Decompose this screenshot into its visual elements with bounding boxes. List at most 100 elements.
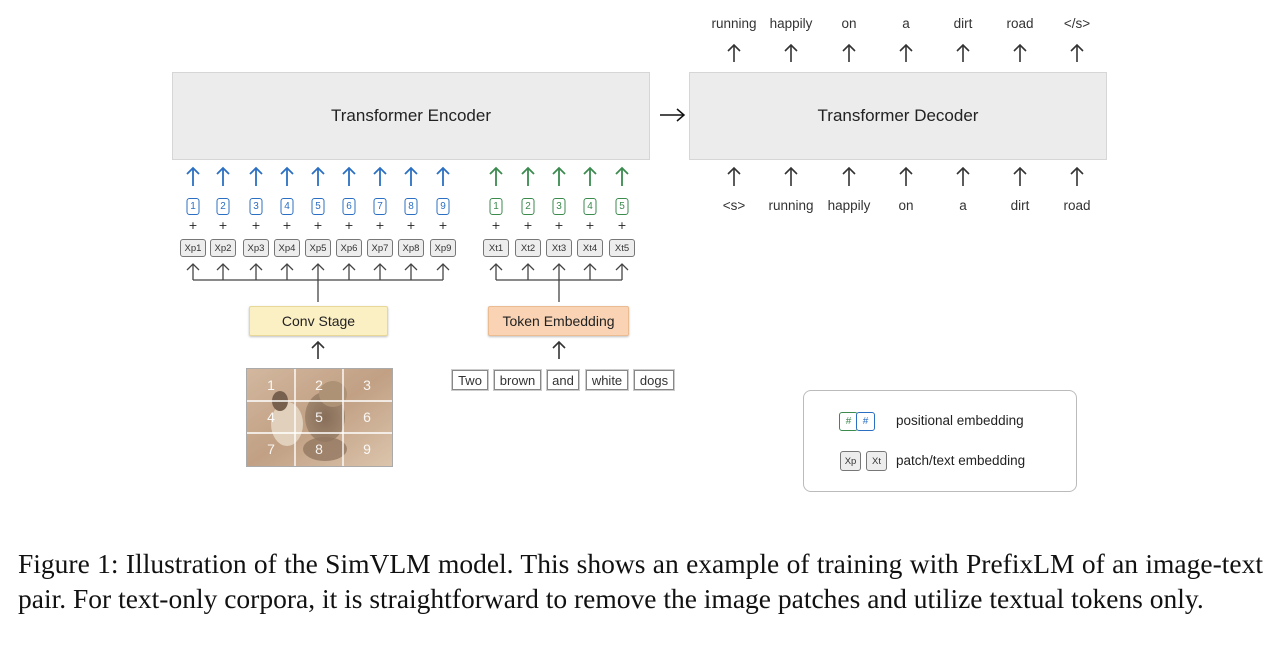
decoder-input-arrow (899, 166, 913, 186)
plus-sign: + (617, 219, 627, 232)
text-positional-embedding: 2 (521, 198, 535, 215)
input-word-box: and (547, 370, 579, 390)
image-patch-number: 2 (315, 377, 323, 393)
transformer-decoder: Transformer Decoder (689, 72, 1107, 160)
image-patch-number: 8 (315, 441, 323, 457)
text-positional-embedding: 3 (552, 198, 566, 215)
plus-sign: + (218, 219, 228, 232)
patch-embedding: Xp8 (398, 239, 424, 257)
plus-sign: + (438, 219, 448, 232)
plus-sign: + (251, 219, 261, 232)
image-positional-embedding: 2 (216, 198, 230, 215)
plus-sign: + (344, 219, 354, 232)
conv-stage-label: Conv Stage (281, 313, 356, 329)
input-word-box: dogs (634, 370, 674, 390)
decoder-output-arrow (899, 43, 913, 62)
plus-sign: + (585, 219, 595, 232)
image-positional-embedding: 4 (280, 198, 294, 215)
patch-input-arrow (373, 263, 387, 280)
decoder-output-arrow (842, 43, 856, 62)
image-patch-number: 9 (363, 441, 371, 457)
token-embedding-label: Token Embedding (502, 313, 615, 329)
decoder-input-arrow (1013, 166, 1027, 186)
plus-sign: + (313, 219, 323, 232)
image-to-encoder-arrow (311, 166, 325, 186)
text-to-encoder-arrow (583, 166, 597, 186)
image-patch-number: 1 (267, 377, 275, 393)
decoder-input-arrow (784, 166, 798, 186)
legend-patch-label: Xp (844, 455, 857, 467)
patch-input-arrow (342, 263, 356, 280)
patch-embedding: Xp7 (367, 239, 393, 257)
image-to-encoder-arrow (342, 166, 356, 186)
transformer-decoder-label: Transformer Decoder (817, 106, 979, 125)
text-embedding: Xt3 (546, 239, 572, 257)
text-positional-embedding: 1 (489, 198, 503, 215)
token-input-arrow (521, 263, 535, 280)
decoder-output-arrow (1070, 43, 1084, 62)
patch-input-arrow (186, 263, 200, 280)
image-patch-number: 6 (363, 409, 371, 425)
decoder-input-arrow (842, 166, 856, 186)
image-to-encoder-arrow (373, 166, 387, 186)
plus-sign: + (188, 219, 198, 232)
text-to-encoder-arrow (615, 166, 629, 186)
image-positional-embedding: 8 (404, 198, 418, 215)
image-positional-embedding: 7 (373, 198, 387, 215)
text-to-encoder-arrow (521, 166, 535, 186)
image-patch-number: 5 (315, 409, 323, 425)
image-to-encoder-arrow (280, 166, 294, 186)
image-positional-embedding: 3 (249, 198, 263, 215)
decoder-output-word: a (902, 16, 910, 31)
transformer-encoder-label: Transformer Encoder (331, 106, 491, 125)
encoder-to-decoder-arrow (660, 108, 686, 122)
patch-bracket (193, 279, 443, 302)
text-embedding: Xt2 (515, 239, 541, 257)
token-input-arrow (615, 263, 629, 280)
legend-text-box: Xt (866, 451, 887, 471)
decoder-output-arrow (1013, 43, 1027, 62)
patch-embedding: Xp3 (243, 239, 269, 257)
decoder-output-arrow (784, 43, 798, 62)
patch-input-arrow (216, 263, 230, 280)
conv-stage: Conv Stage (249, 306, 388, 336)
image-to-encoder-arrow (216, 166, 230, 186)
decoder-input-word: dirt (1010, 198, 1030, 213)
patch-input-arrow (280, 263, 294, 280)
plus-sign: + (406, 219, 416, 232)
patch-embedding: Xp2 (210, 239, 236, 257)
decoder-output-word: running (711, 16, 757, 31)
text-embedding: Xt5 (609, 239, 635, 257)
patch-embedding: Xp4 (274, 239, 300, 257)
text-positional-embedding: 5 (615, 198, 629, 215)
input-word-box: Two (452, 370, 488, 390)
legend-text-label: Xt (872, 455, 881, 467)
plus-sign: + (282, 219, 292, 232)
legend-blue-hash: # (862, 416, 869, 427)
image-patch-number: 7 (267, 441, 275, 457)
token-bracket (496, 279, 622, 302)
legend-blue-positional-box: # (856, 412, 875, 431)
decoder-input-word: a (959, 198, 967, 213)
token-input-arrow (552, 263, 566, 280)
image-to-encoder-arrow (436, 166, 450, 186)
plus-sign: + (491, 219, 501, 232)
image-positional-embedding: 9 (436, 198, 450, 215)
decoder-output-word: road (1006, 16, 1034, 31)
image-positional-embedding: 1 (186, 198, 200, 215)
token-input-arrow (489, 263, 503, 280)
decoder-input-word: road (1063, 198, 1091, 213)
image-positional-embedding: 6 (342, 198, 356, 215)
decoder-output-word: on (841, 16, 857, 31)
token-embedding: Token Embedding (488, 306, 629, 336)
image-to-encoder-arrow (249, 166, 263, 186)
decoder-input-arrow (956, 166, 970, 186)
patch-embedding: Xp6 (336, 239, 362, 257)
patch-embedding: Xp5 (305, 239, 331, 257)
image-patch-number: 3 (363, 377, 371, 393)
decoder-input-word: on (898, 198, 914, 213)
patch-embedding: Xp1 (180, 239, 206, 257)
figure-caption: Figure 1: Illustration of the SimVLM mod… (18, 548, 1263, 614)
patch-input-arrow (249, 263, 263, 280)
